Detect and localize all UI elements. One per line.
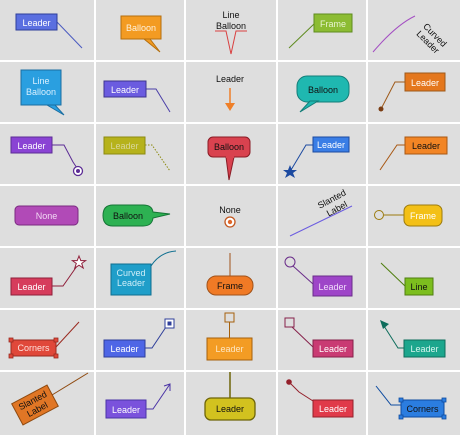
callout-r4c1[interactable]: Curved Leader	[110, 250, 177, 296]
callout-label: Leader	[410, 344, 438, 354]
callout-label: Leader	[17, 282, 45, 292]
callout-label: Frame	[217, 281, 243, 291]
svg-text:Curved: Curved	[116, 268, 145, 278]
callout-r1c0[interactable]: Line Balloon	[20, 69, 65, 116]
callout-label: Corners	[17, 343, 50, 353]
callout-r5c2[interactable]: Leader	[206, 312, 253, 361]
callout-r3c2[interactable]: None	[219, 205, 241, 228]
callout-r5c3[interactable]: Leader	[284, 317, 354, 358]
callout-label: Leader	[319, 404, 347, 414]
callout-r0c2[interactable]: Line Balloon	[215, 10, 247, 55]
callout-r2c1[interactable]: Leader	[103, 136, 171, 172]
callout-r2c4[interactable]: Leader	[379, 136, 448, 171]
callout-label: Line	[410, 282, 427, 292]
callout-r0c3[interactable]: Frame	[288, 13, 353, 49]
callout-r1c3[interactable]: Balloon	[296, 75, 350, 113]
callout-label: Leader	[216, 404, 244, 414]
callout-label: Leader	[411, 78, 439, 88]
svg-text:Leader: Leader	[117, 278, 145, 288]
svg-text:Line: Line	[222, 10, 239, 20]
callout-r3c4[interactable]: Frame	[374, 204, 443, 227]
callout-r6c4[interactable]: Corners	[375, 385, 447, 420]
callout-r0c0[interactable]: Leader	[15, 13, 83, 49]
callout-label: Frame	[410, 211, 436, 221]
callout-label: Leader	[111, 85, 139, 95]
callout-r5c4[interactable]: Leader	[380, 320, 446, 358]
callout-label: Balloon	[308, 85, 338, 95]
callout-label: Leader	[110, 344, 138, 354]
callout-label: Leader	[317, 140, 345, 150]
callout-label: Leader	[412, 141, 440, 151]
callout-r6c3[interactable]: Leader	[286, 379, 354, 418]
callout-r1c2[interactable]: Leader	[216, 74, 244, 111]
callout-r6c2[interactable]: Leader	[204, 372, 256, 421]
callout-label: Frame	[320, 19, 346, 29]
callout-label: Balloon	[214, 142, 244, 152]
callout-label: Corners	[406, 404, 439, 414]
callout-label: Balloon	[126, 23, 156, 33]
callout-label: Balloon	[113, 211, 143, 221]
callout-r3c1[interactable]: Balloon	[102, 204, 171, 227]
callout-r6c1[interactable]: Leader	[105, 383, 171, 419]
callout-r4c2[interactable]: Frame	[206, 253, 254, 296]
svg-text:Balloon: Balloon	[26, 87, 56, 97]
callout-label: Leader	[112, 405, 140, 415]
callout-r1c1[interactable]: Leader	[103, 80, 171, 113]
callout-r0c1[interactable]: Balloon	[120, 15, 162, 53]
callout-r3c0[interactable]: None	[14, 205, 79, 226]
svg-text:Line: Line	[32, 76, 49, 86]
callout-label: Leader	[319, 344, 347, 354]
callout-r2c3[interactable]: Leader	[283, 136, 350, 178]
callout-r4c0[interactable]: Leader	[10, 254, 88, 296]
callout-label: Leader	[110, 141, 138, 151]
callout-r5c1[interactable]: Leader	[103, 318, 175, 358]
callout-r5c0[interactable]: Corners	[8, 321, 80, 359]
callout-r4c4[interactable]: Line	[380, 262, 434, 296]
callout-label: None	[36, 211, 58, 221]
svg-text:Balloon: Balloon	[216, 21, 246, 31]
callout-label: Leader	[17, 141, 45, 151]
callout-r2c0[interactable]: Leader	[10, 136, 84, 177]
callout-r1c4[interactable]: Leader	[378, 72, 446, 112]
callout-label: Leader	[215, 344, 243, 354]
callout-label: None	[219, 205, 241, 215]
callout-label: Leader	[216, 74, 244, 84]
callout-label: Leader	[318, 282, 346, 292]
callout-label: Leader	[22, 18, 50, 28]
callout-r4c3[interactable]: Leader	[284, 256, 353, 297]
callout-r2c2[interactable]: Balloon	[207, 136, 251, 181]
